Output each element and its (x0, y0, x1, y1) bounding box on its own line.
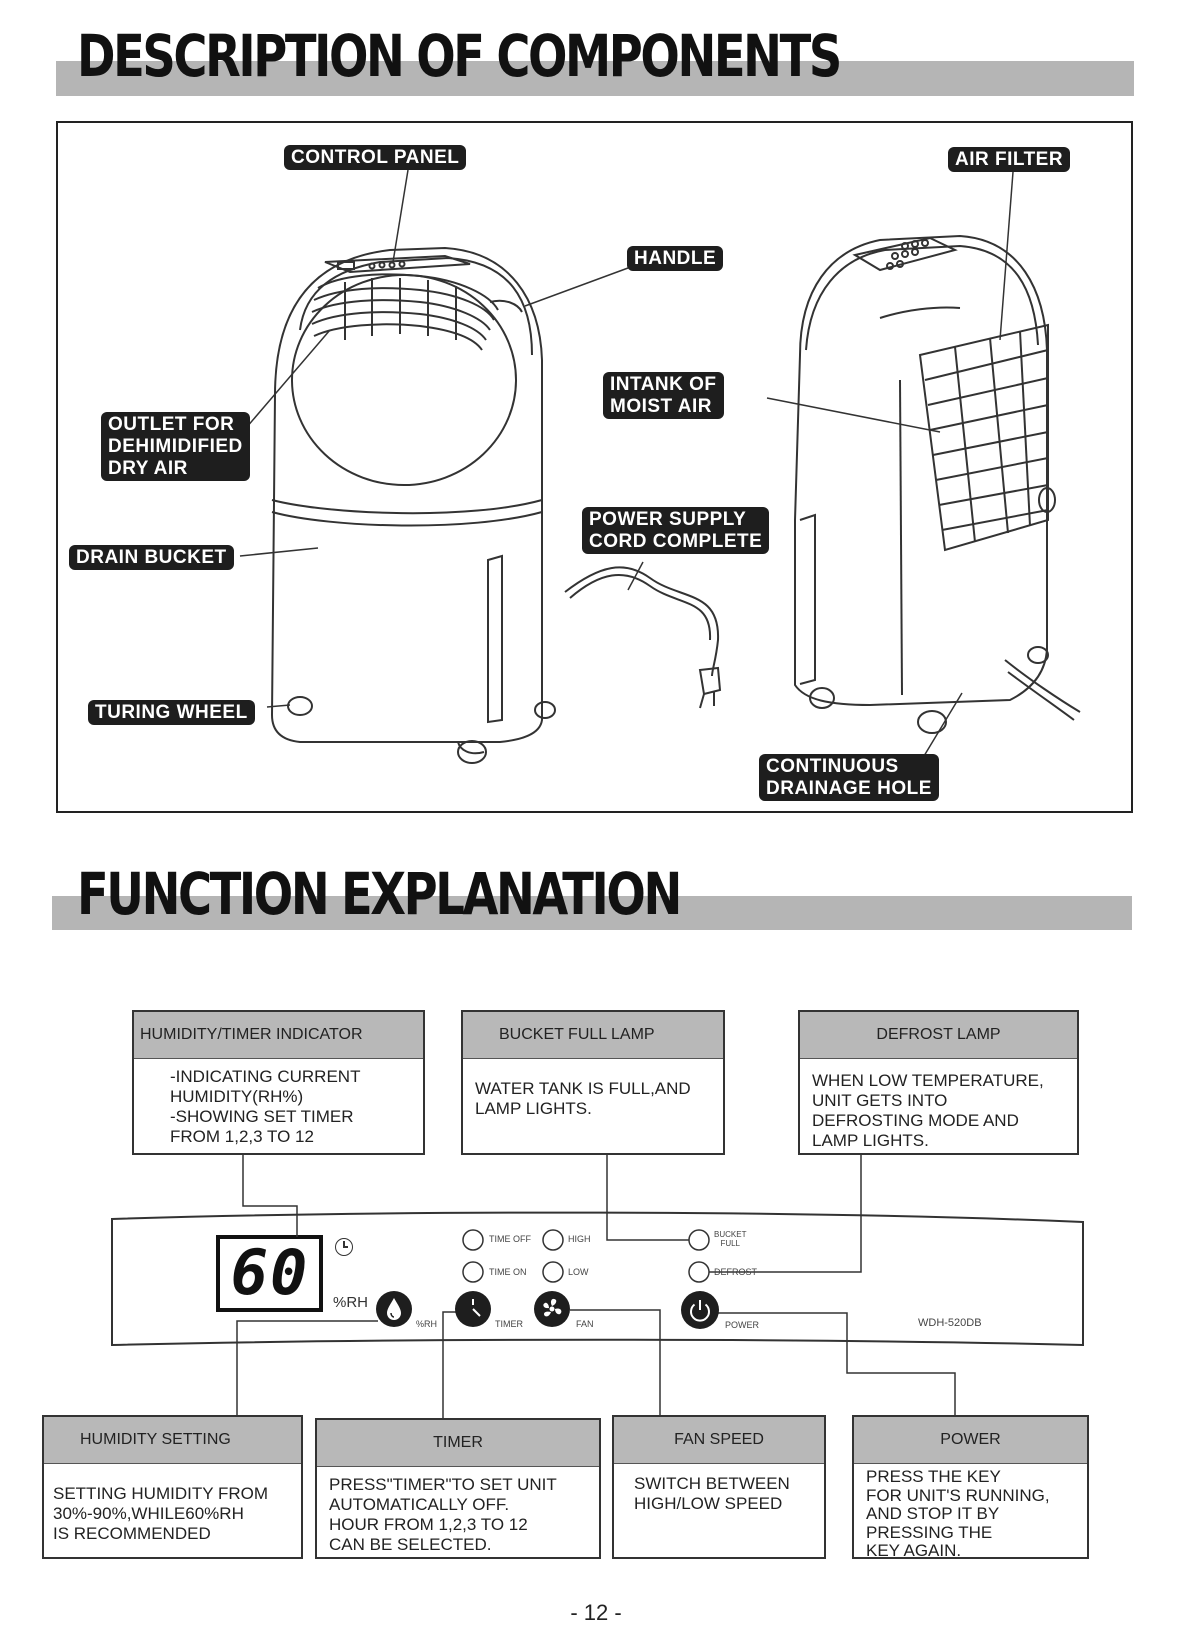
rear-unit-drawing (794, 234, 1081, 734)
box-title: DEFROST LAMP (800, 1012, 1077, 1059)
high-lamp (542, 1229, 564, 1251)
box-title: HUMIDITY SETTING (44, 1417, 301, 1464)
leader-lines (239, 169, 1014, 757)
components-section-title: DESCRIPTION OF COMPONENTS (77, 22, 842, 90)
function-section-title: FUNCTION EXPLANATION (77, 860, 682, 928)
timer-icon (472, 1299, 481, 1317)
humidity-setting-box: HUMIDITY SETTING SETTING HUMIDITY FROM 3… (42, 1415, 303, 1559)
fan-button-label: FAN (576, 1319, 594, 1329)
defrost-lamp (688, 1261, 710, 1283)
callout-power-cord: POWER SUPPLY CORD COMPLETE (582, 507, 770, 554)
front-unit-drawing (270, 246, 556, 764)
humidity-display (216, 1235, 323, 1312)
box-body: SETTING HUMIDITY FROM 30%-90%,WHILE60%RH… (53, 1484, 269, 1543)
box-body: PRESS"TIMER"TO SET UNIT AUTOMATICALLY OF… (329, 1475, 557, 1554)
function-title-band (52, 896, 1132, 930)
callout-wheel: TURING WHEEL (88, 700, 255, 725)
fan-speed-box: FAN SPEED SWITCH BETWEEN HIGH/LOW SPEED (612, 1415, 826, 1559)
box-title: HUMIDITY/TIMER INDICATOR (134, 1012, 423, 1059)
defrost-label: DEFROST (714, 1267, 758, 1277)
box-body: PRESS THE KEY FOR UNIT'S RUNNING, AND ST… (866, 1467, 1050, 1560)
power-box: POWER PRESS THE KEY FOR UNIT'S RUNNING, … (852, 1415, 1089, 1560)
timer-box: TIMER PRESS"TIMER"TO SET UNIT AUTOMATICA… (315, 1418, 601, 1559)
timer-button[interactable] (455, 1291, 491, 1327)
high-label: HIGH (568, 1234, 591, 1244)
bucket-full-lamp-box: BUCKET FULL LAMP WATER TANK IS FULL,AND … (461, 1010, 725, 1155)
water-drop-icon (387, 1298, 401, 1320)
rh-button-label: %RH (416, 1319, 438, 1329)
box-body: SWITCH BETWEEN HIGH/LOW SPEED (634, 1474, 790, 1513)
dehumidifier-illustration (239, 169, 1081, 764)
power-button-label: POWER (725, 1320, 760, 1330)
box-body: WHEN LOW TEMPERATURE, UNIT GETS INTO DEF… (812, 1071, 1044, 1150)
power-button[interactable] (681, 1291, 719, 1329)
page-number: - 12 - (570, 1600, 622, 1625)
rh-unit-label: %RH (333, 1294, 369, 1311)
callout-intank: INTANK OF MOIST AIR (603, 372, 724, 419)
model-number: WDH-520DB (918, 1317, 982, 1329)
callout-outlet: OUTLET FOR DEHIMIDIFIED DRY AIR (101, 412, 250, 481)
callout-air-filter: AIR FILTER (948, 147, 1071, 172)
callout-drain-hole: CONTINUOUS DRAINAGE HOLE (759, 754, 939, 801)
time-off-lamp (462, 1229, 484, 1251)
fan-button[interactable] (534, 1291, 570, 1327)
box-title: BUCKET FULL LAMP (463, 1012, 723, 1059)
box-body: -INDICATING CURRENT HUMIDITY(RH%) -SHOWI… (170, 1067, 361, 1146)
time-on-label: TIME ON (489, 1267, 527, 1277)
box-body: WATER TANK IS FULL,AND LAMP LIGHTS. (475, 1079, 691, 1118)
callout-control-panel: CONTROL PANEL (284, 145, 467, 170)
box-title: TIMER (317, 1420, 599, 1467)
low-label: LOW (568, 1267, 589, 1277)
bucket-full-lamp (688, 1229, 710, 1251)
display-digits: 60 (230, 1236, 310, 1309)
power-icon (690, 1300, 710, 1322)
time-off-label: TIME OFF (489, 1234, 531, 1244)
clock-icon (335, 1238, 353, 1256)
components-title-band (56, 61, 1134, 96)
power-cord-drawing (564, 566, 722, 709)
humidity-button[interactable] (376, 1291, 412, 1327)
box-title: POWER (854, 1417, 1087, 1464)
time-on-lamp (462, 1261, 484, 1283)
callout-drain-bucket: DRAIN BUCKET (69, 545, 234, 570)
low-lamp (542, 1261, 564, 1283)
defrost-lamp-box: DEFROST LAMP WHEN LOW TEMPERATURE, UNIT … (798, 1010, 1079, 1155)
timer-button-label: TIMER (495, 1319, 523, 1329)
fan-icon (543, 1298, 562, 1317)
control-panel-outline (111, 1211, 1084, 1347)
components-diagram-frame (56, 121, 1133, 813)
humidity-timer-indicator-box: HUMIDITY/TIMER INDICATOR -INDICATING CUR… (132, 1010, 425, 1155)
box-title: FAN SPEED (614, 1417, 824, 1464)
callout-handle: HANDLE (627, 246, 724, 271)
